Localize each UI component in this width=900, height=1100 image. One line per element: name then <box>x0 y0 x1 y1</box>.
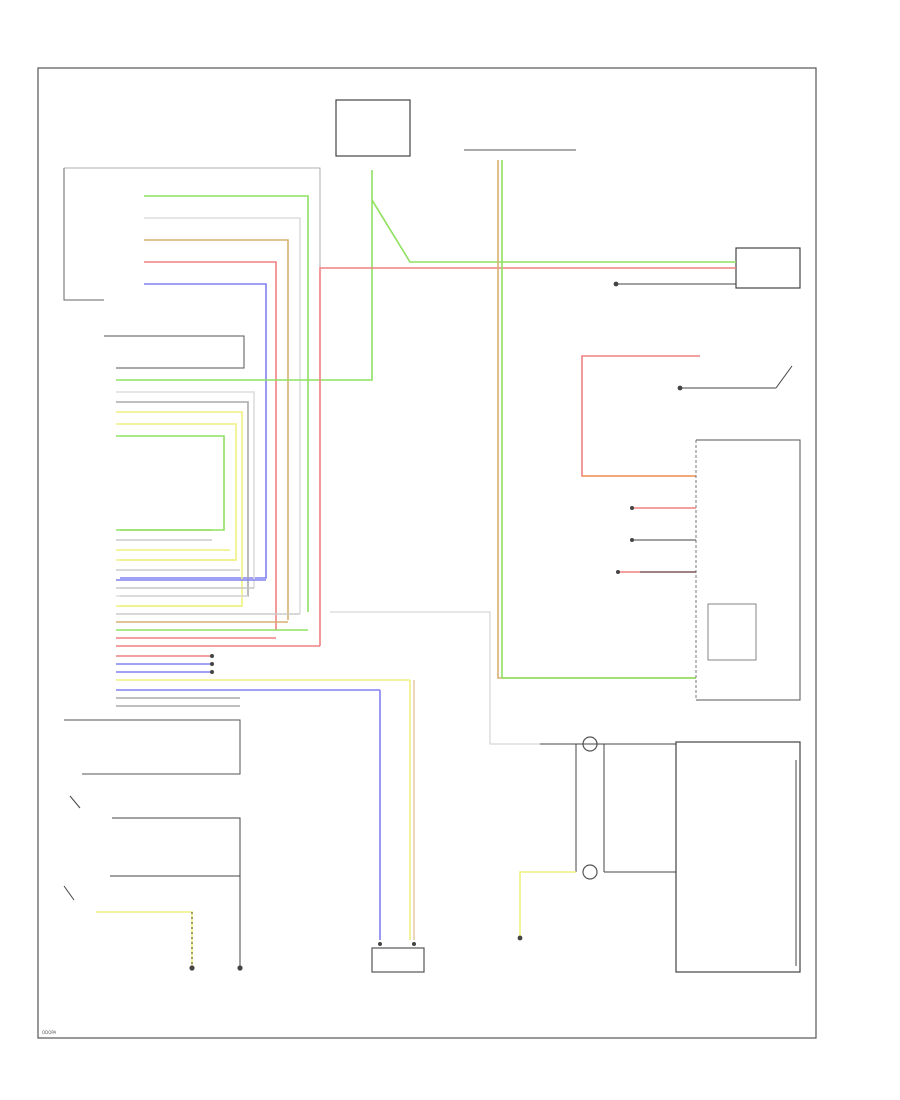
gauge-internal-switch <box>707 603 757 661</box>
ground-bracket <box>104 335 245 369</box>
clutch-switch-arm <box>69 795 81 809</box>
fuse-box-underhood <box>335 99 411 157</box>
ground-point-left-1 <box>189 965 195 971</box>
gauge-dot-1 <box>630 506 634 510</box>
pcm-module-box <box>735 247 801 289</box>
brake-switch-ground <box>677 385 683 391</box>
vss-pin-1 <box>378 942 382 946</box>
wire-bundle-middle <box>116 170 373 607</box>
wire-run-right <box>319 160 736 679</box>
diagram-frame <box>37 67 817 1039</box>
connector-dots <box>210 654 214 674</box>
wire-bundle-left <box>120 195 309 630</box>
bottom-left-yellow <box>96 911 193 966</box>
clutch-switch-box <box>64 719 241 775</box>
ground-point-pcm <box>613 281 619 287</box>
gauge-cluster-box <box>696 439 801 701</box>
ground-point-left-2 <box>237 965 243 971</box>
clock-spring-lower <box>582 864 598 880</box>
vss-pin-2 <box>412 942 416 946</box>
gauge-dot-2 <box>630 538 634 542</box>
brake-switch-wire <box>581 355 700 477</box>
ecu-left-bracket <box>63 168 104 301</box>
footer-label: ODOPA <box>42 1030 57 1035</box>
brake-switch-arm <box>775 365 793 389</box>
ecu-connector-rows <box>116 529 410 707</box>
cruise-switch-box <box>675 741 801 973</box>
gauge-dot-3 <box>616 570 620 574</box>
vehicle-speed-sensor <box>371 947 425 973</box>
shield-wire <box>330 611 540 745</box>
ecu-left-bracket-top <box>64 167 321 610</box>
cruise-yellow-wire <box>519 871 576 936</box>
ground-point-cruise <box>517 935 523 941</box>
clutch-switch-wire <box>112 817 241 966</box>
neutral-switch-arm <box>63 885 75 901</box>
